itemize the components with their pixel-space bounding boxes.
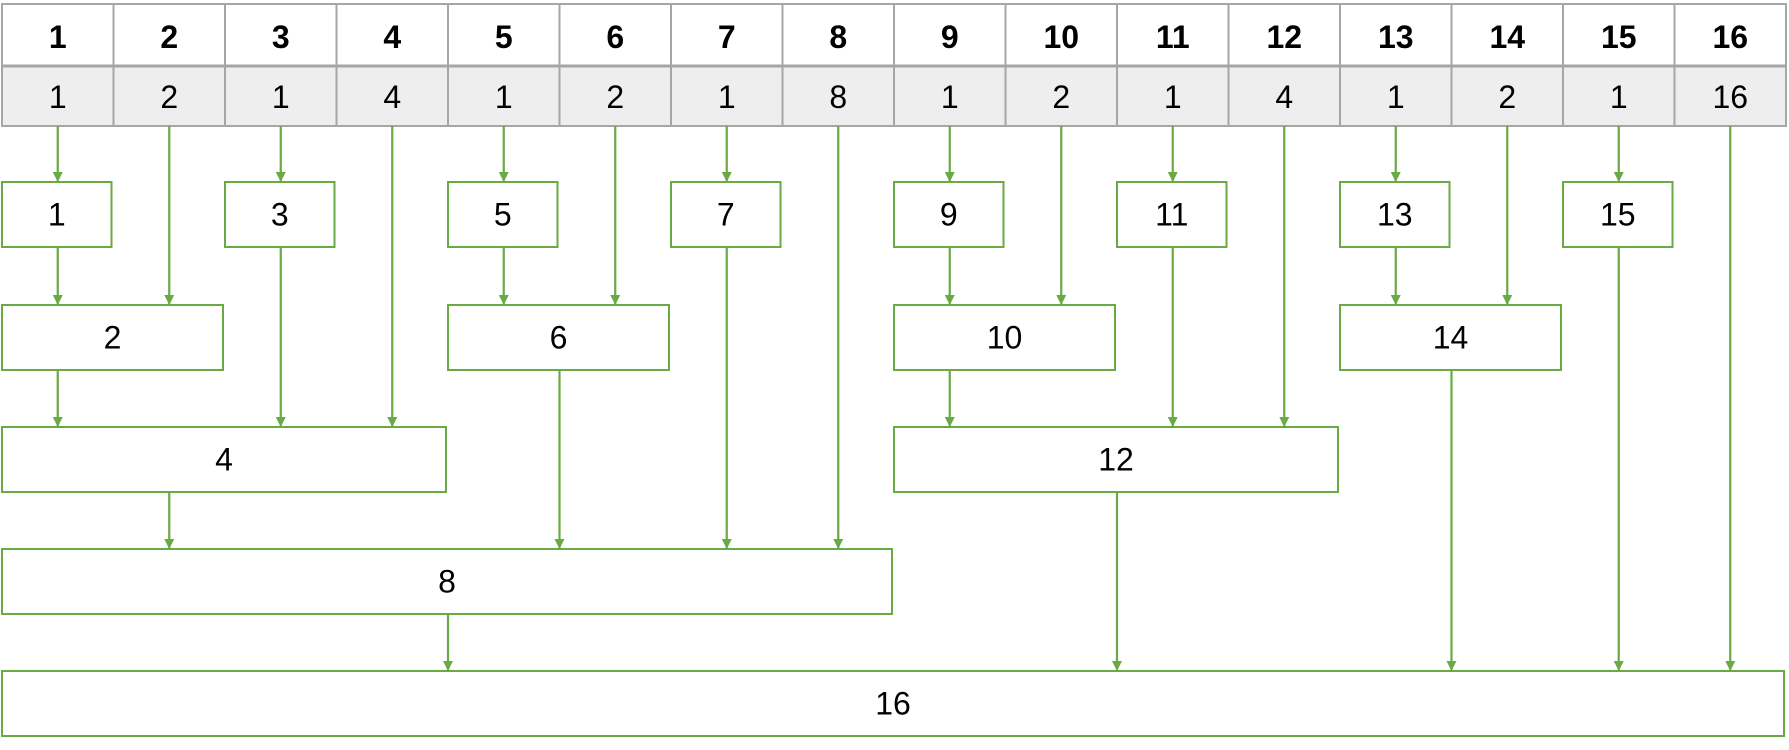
index-label: 12: [1266, 19, 1302, 55]
tree-node-7: [670, 181, 782, 248]
tree-node-label: 7: [717, 197, 735, 233]
range-length-label: 16: [1712, 79, 1748, 115]
index-label: 1: [49, 19, 67, 55]
range-length-label: 1: [941, 79, 959, 115]
tree-node-label: 4: [215, 442, 233, 478]
index-label: 16: [1712, 19, 1748, 55]
tree-node-label: 11: [1155, 197, 1188, 233]
range-length-label: 1: [718, 79, 736, 115]
range-length-label: 4: [383, 79, 401, 115]
tree-node-11: [1116, 181, 1228, 248]
tree-node-label: 12: [1098, 442, 1134, 478]
tree-node-14: [1339, 304, 1562, 371]
tree-node-6: [447, 304, 670, 371]
tree-node-12: [893, 426, 1339, 493]
range-length-label: 1: [495, 79, 513, 115]
index-label: 3: [272, 19, 290, 55]
tree-node-label: 9: [940, 197, 958, 233]
index-label: 8: [829, 19, 847, 55]
tree-node-4: [1, 426, 447, 493]
index-label: 4: [383, 19, 401, 55]
range-length-label: 4: [1275, 79, 1293, 115]
range-length-label: 1: [272, 79, 290, 115]
tree-node-13: [1339, 181, 1451, 248]
range-length-label: 2: [1052, 79, 1070, 115]
index-label: 13: [1378, 19, 1414, 55]
tree-node-5: [447, 181, 559, 248]
range-length-label: 1: [1164, 79, 1182, 115]
tree-node-label: 3: [271, 197, 289, 233]
tree-node-label: 8: [438, 564, 456, 600]
tree-node-9: [893, 181, 1005, 248]
range-length-label: 8: [829, 79, 847, 115]
tree-node-16: [1, 670, 1785, 737]
range-length-label: 2: [160, 79, 178, 115]
index-label: 6: [606, 19, 624, 55]
tree-node-label: 5: [494, 197, 512, 233]
range-length-label: 2: [606, 79, 624, 115]
index-label: 15: [1601, 19, 1637, 55]
range-length-label: 1: [1610, 79, 1628, 115]
range-length-label: 1: [1387, 79, 1405, 115]
index-label: 9: [941, 19, 959, 55]
tree-node-label: 15: [1600, 197, 1636, 233]
tree-node-label: 1: [48, 197, 66, 233]
index-label: 10: [1043, 19, 1079, 55]
tree-node-8: [1, 548, 893, 615]
tree-node-label: 16: [875, 686, 911, 722]
tree-node-2: [1, 304, 224, 371]
tree-node-label: 6: [550, 320, 568, 356]
index-label: 2: [160, 19, 178, 55]
index-label: 7: [718, 19, 736, 55]
index-label: 11: [1156, 19, 1190, 55]
range-length-label: 2: [1498, 79, 1516, 115]
tree-node-label: 13: [1377, 197, 1413, 233]
tree-node-10: [893, 304, 1116, 371]
index-label: 5: [495, 19, 513, 55]
index-label: 14: [1489, 19, 1525, 55]
tree-node-label: 2: [104, 320, 122, 356]
tree-node-3: [224, 181, 336, 248]
tree-node-label: 10: [987, 320, 1023, 356]
edges: [52, 126, 1736, 671]
tree-node-label: 14: [1433, 320, 1469, 356]
tree-node-15: [1562, 181, 1674, 248]
range-length-label: 1: [49, 79, 67, 115]
tree-node-1: [1, 181, 113, 248]
